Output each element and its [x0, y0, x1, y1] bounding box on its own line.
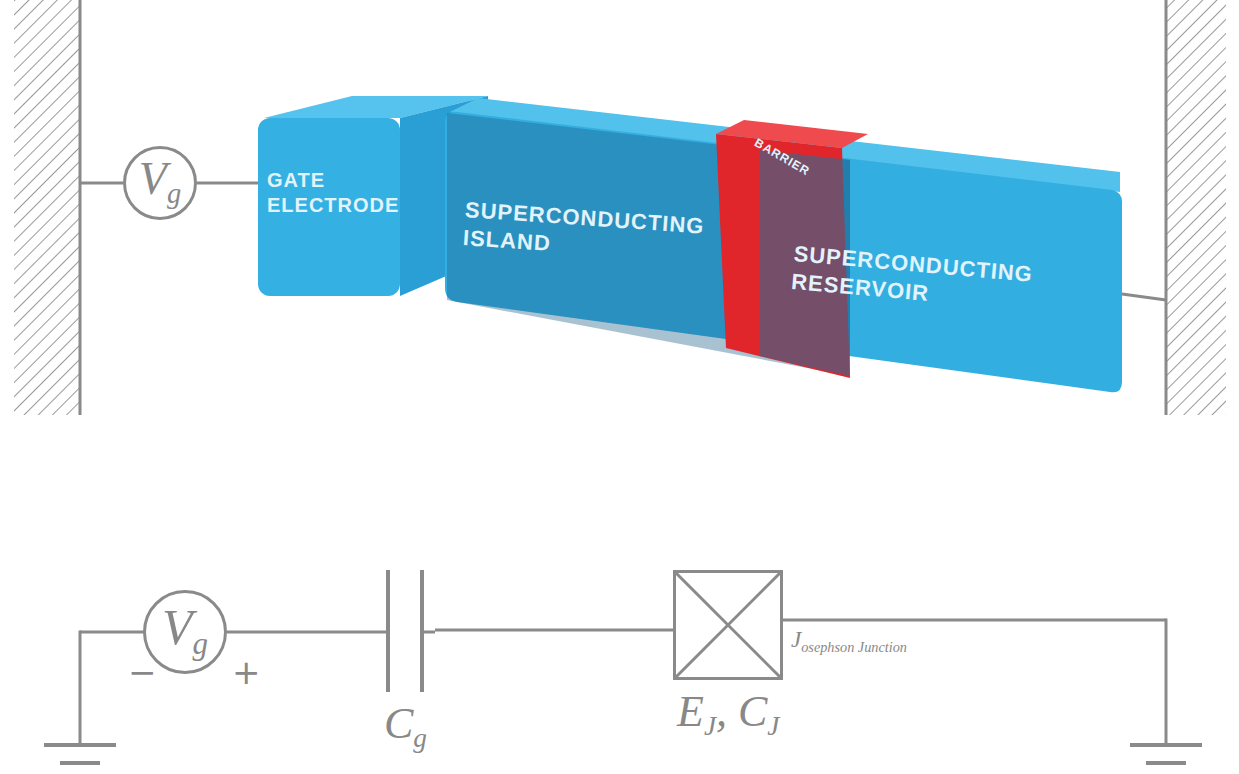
wire	[783, 619, 1166, 622]
wire	[80, 631, 145, 634]
wire	[80, 182, 123, 185]
wall-left	[14, 0, 80, 415]
wire	[1165, 619, 1168, 746]
block-front	[445, 112, 1122, 393]
block-label: GATE ELECTRODE	[258, 118, 401, 218]
wire	[79, 631, 82, 746]
voltage-source: Vg	[123, 146, 197, 220]
wire	[197, 182, 258, 185]
ground-symbol	[1130, 743, 1202, 747]
source-label: Vg	[123, 152, 197, 210]
block-label: SUPERCONDUCTING RESERVOIR	[790, 240, 1039, 316]
node-outline	[375, 568, 435, 692]
junction-label: Josephson Junction	[791, 626, 911, 656]
ground-symbol	[60, 761, 100, 765]
wire	[435, 629, 673, 632]
josephson-junction: EJ, CJJosephson Junction	[673, 570, 783, 680]
superconducting-reservoir: SUPERCONDUCTING RESERVOIR	[795, 240, 1045, 320]
node-outline	[673, 570, 783, 680]
junction-parameters: EJ, CJ	[677, 686, 779, 742]
superconducting-island: SUPERCONDUCTING ISLAND	[466, 196, 706, 276]
island-shade	[447, 113, 850, 376]
polarity-minus: −	[128, 652, 157, 692]
gate-electrode: GATE ELECTRODE	[258, 118, 400, 296]
polarity-plus: +	[232, 652, 261, 692]
barrier-top	[716, 120, 868, 148]
wire	[227, 631, 375, 634]
gate-capacitor: Cg	[375, 568, 435, 692]
ground-symbol	[44, 743, 116, 747]
barrier: BARRIER	[722, 138, 842, 182]
capacitor-label: Cg	[384, 698, 427, 754]
wall-right	[1166, 0, 1226, 415]
ground-symbol	[1146, 761, 1186, 765]
block-label: SUPERCONDUCTING ISLAND	[462, 196, 700, 267]
gate-front	[258, 118, 400, 296]
